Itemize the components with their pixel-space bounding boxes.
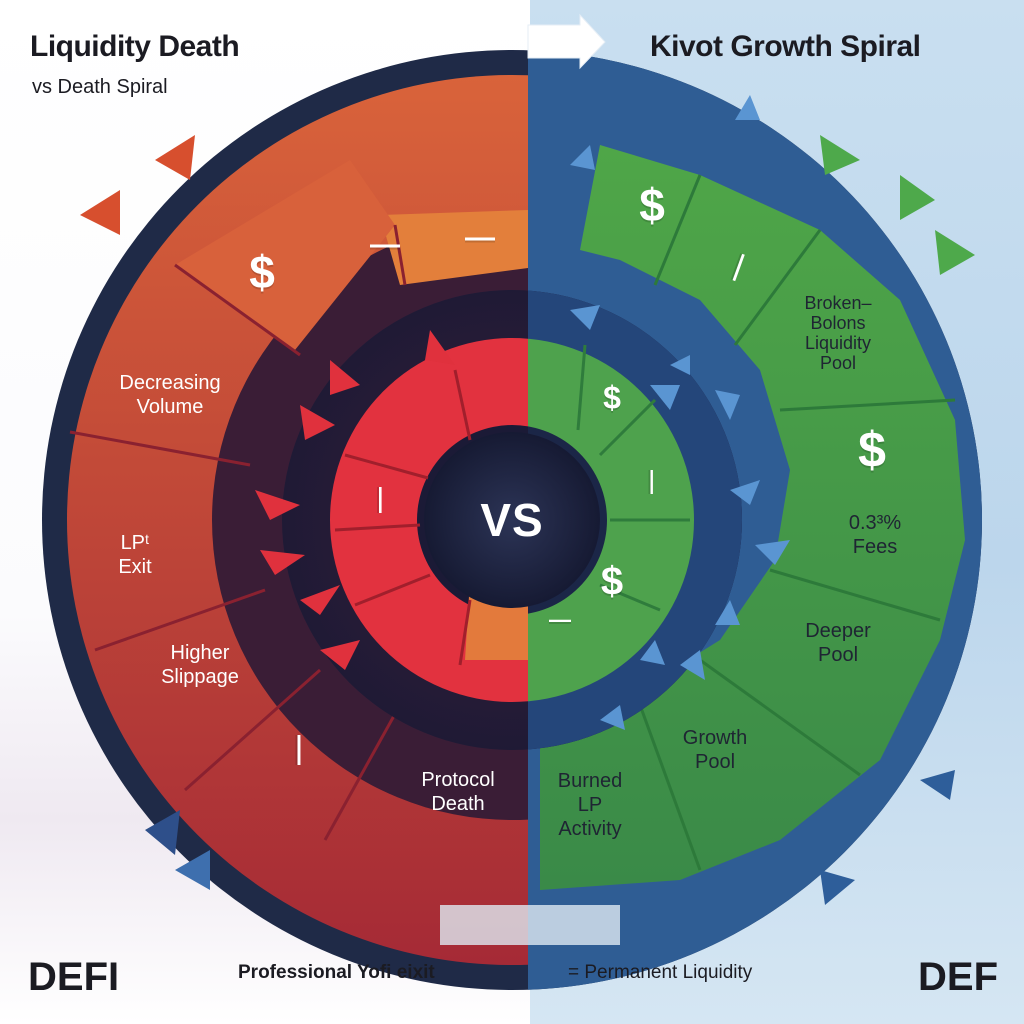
left-subtitle: vs Death Spiral (32, 76, 168, 98)
protocol-death-label: Protocol Death (421, 769, 495, 815)
right-dash-icon-3: — (549, 607, 571, 632)
footer-left-label: DEFI (28, 955, 120, 999)
right-inner-dollar-icon-1: $ (603, 379, 621, 416)
right-dash-icon-2: — (639, 470, 666, 494)
footer-left-caption: Professional Yofi eixit (238, 962, 435, 983)
center-core (424, 432, 600, 608)
left-dash-icon-1: — (370, 228, 400, 261)
left-dash-icon-2: — (465, 221, 495, 254)
higher-slippage-label: Higher Slippage (161, 642, 239, 688)
broken-pool-label: Broken– Bolons Liquidity Pool (804, 293, 872, 373)
right-dollar-icon-1: $ (639, 179, 665, 231)
left-title: Liquidity Death (30, 30, 240, 63)
left-top-segment-2 (175, 160, 395, 350)
decor-triangles (80, 135, 975, 905)
bottom-bar (440, 905, 620, 945)
fees-label: 0.3³% Fees (848, 512, 902, 558)
deeper-pool-label: Deeper Pool (805, 620, 871, 666)
footer-right-caption: = Permanent Liquidity (568, 962, 753, 983)
left-inner-dash-icon: — (367, 487, 398, 513)
left-arrows (255, 330, 455, 670)
right-segment-lines (638, 174, 956, 871)
right-dollar-icon-2: $ (858, 422, 886, 478)
burned-lp-label: Burned LP Activity (557, 770, 623, 840)
growth-pool-label: Growth Pool (682, 727, 748, 773)
right-title: Kivot Growth Spiral (650, 30, 921, 63)
left-top-segment (380, 210, 528, 285)
footer-right-label: DEF (918, 955, 998, 999)
right-inner-lines (576, 344, 690, 612)
left-dash-icon-3: — (284, 735, 317, 765)
decreasing-volume-label: Decreasing Volume (119, 372, 221, 418)
right-arrows (570, 95, 790, 730)
lp-exit-label: LPᵗ Exit (118, 532, 152, 578)
left-inner-lines (334, 369, 472, 666)
left-segment-lines (69, 224, 407, 841)
vs-label: VS (480, 494, 544, 546)
right-inner-dollar-icon-2: $ (600, 559, 624, 604)
top-divider-arrow (527, 13, 606, 70)
left-dollar-icon: $ (249, 246, 275, 298)
